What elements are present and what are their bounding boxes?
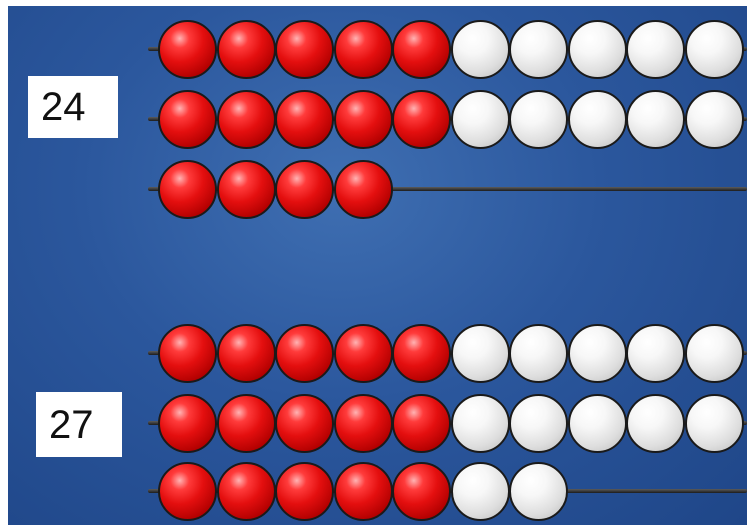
red-bead[interactable]: [275, 394, 334, 453]
white-bead[interactable]: [626, 324, 685, 383]
red-bead[interactable]: [158, 394, 217, 453]
red-bead[interactable]: [392, 324, 451, 383]
white-bead[interactable]: [451, 462, 510, 521]
rod-row-3: [8, 160, 747, 218]
red-bead[interactable]: [392, 20, 451, 79]
red-bead[interactable]: [217, 20, 276, 79]
rod-row-1: [8, 324, 747, 382]
white-bead[interactable]: [451, 324, 510, 383]
white-bead[interactable]: [568, 20, 627, 79]
red-bead[interactable]: [392, 462, 451, 521]
red-bead[interactable]: [217, 90, 276, 149]
red-bead[interactable]: [217, 160, 276, 219]
white-bead[interactable]: [685, 394, 744, 453]
white-bead[interactable]: [626, 20, 685, 79]
white-bead[interactable]: [626, 90, 685, 149]
red-bead[interactable]: [334, 324, 393, 383]
white-bead[interactable]: [685, 324, 744, 383]
red-bead[interactable]: [275, 324, 334, 383]
white-bead[interactable]: [451, 394, 510, 453]
red-bead[interactable]: [158, 90, 217, 149]
white-bead[interactable]: [451, 20, 510, 79]
red-bead[interactable]: [158, 160, 217, 219]
white-bead[interactable]: [509, 20, 568, 79]
red-bead[interactable]: [217, 324, 276, 383]
white-bead[interactable]: [509, 394, 568, 453]
red-bead[interactable]: [158, 324, 217, 383]
white-bead[interactable]: [509, 324, 568, 383]
red-bead[interactable]: [334, 394, 393, 453]
abacus-stage: 24 27: [8, 6, 747, 525]
rod-row-3: [8, 462, 747, 520]
rod-row-2: [8, 90, 747, 148]
white-bead[interactable]: [451, 90, 510, 149]
red-bead[interactable]: [275, 160, 334, 219]
red-bead[interactable]: [275, 462, 334, 521]
white-bead[interactable]: [568, 90, 627, 149]
white-bead[interactable]: [509, 462, 568, 521]
white-bead[interactable]: [568, 324, 627, 383]
red-bead[interactable]: [158, 20, 217, 79]
red-bead[interactable]: [334, 90, 393, 149]
red-bead[interactable]: [334, 462, 393, 521]
red-bead[interactable]: [217, 462, 276, 521]
red-bead[interactable]: [275, 20, 334, 79]
white-bead[interactable]: [626, 394, 685, 453]
red-bead[interactable]: [158, 462, 217, 521]
number-group-27: 27: [8, 316, 747, 525]
number-group-24: 24: [8, 6, 747, 246]
rod-row-2: [8, 394, 747, 452]
white-bead[interactable]: [685, 90, 744, 149]
white-bead[interactable]: [685, 20, 744, 79]
white-bead[interactable]: [568, 394, 627, 453]
red-bead[interactable]: [334, 160, 393, 219]
red-bead[interactable]: [392, 90, 451, 149]
red-bead[interactable]: [334, 20, 393, 79]
red-bead[interactable]: [217, 394, 276, 453]
red-bead[interactable]: [392, 394, 451, 453]
red-bead[interactable]: [275, 90, 334, 149]
rod-row-1: [8, 20, 747, 78]
white-bead[interactable]: [509, 90, 568, 149]
